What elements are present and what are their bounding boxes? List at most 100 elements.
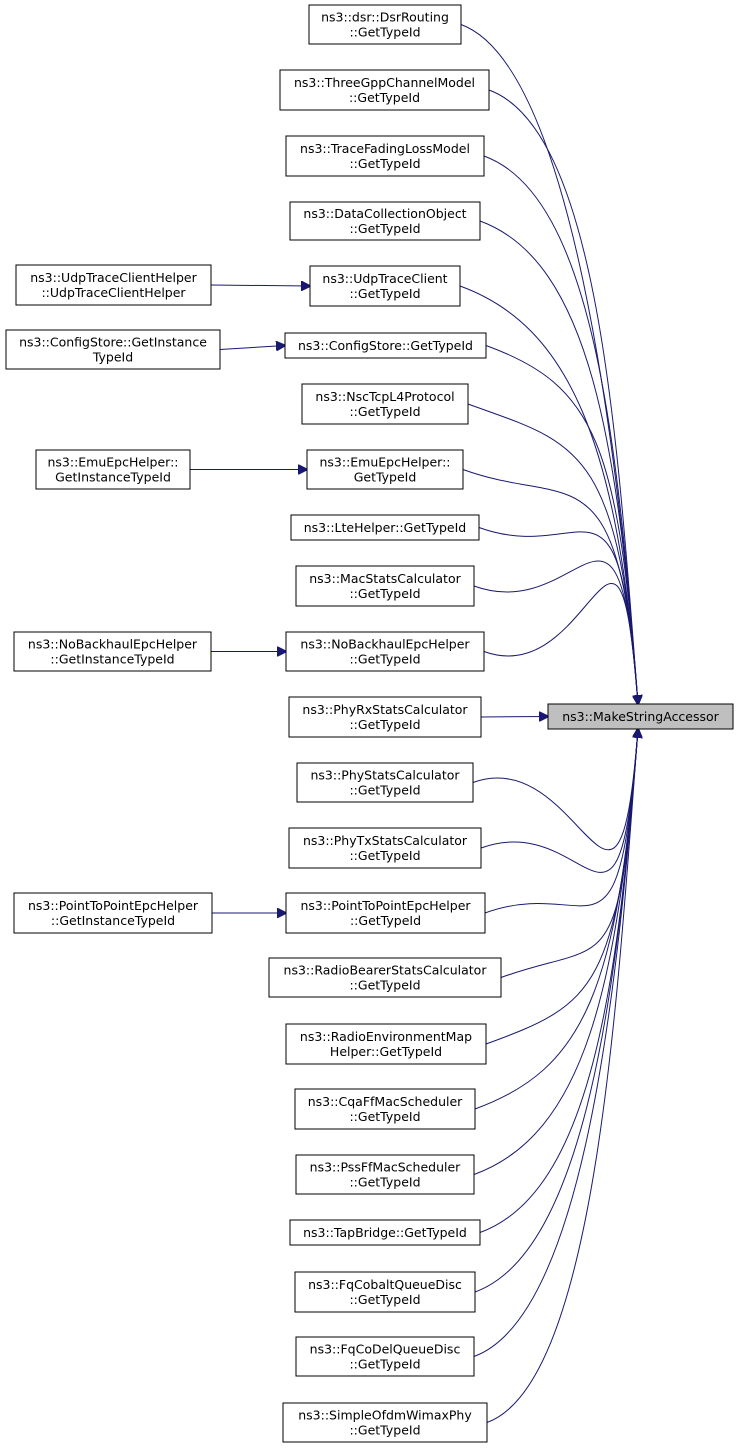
node-p2pepc[interactable]: ns3::PointToPointEpcHelper::GetTypeId	[285, 892, 486, 934]
node-phytx[interactable]: ns3::PhyTxStatsCalculator::GetTypeId	[288, 827, 482, 869]
edge-udphelper-to-udptraceclient	[210, 285, 310, 286]
node-emuepc[interactable]: ns3::EmuEpcHelper::GetTypeId	[306, 449, 464, 490]
node-datacollection[interactable]: ns3::DataCollectionObject::GetTypeId	[289, 201, 481, 241]
node-tapbridge[interactable]: ns3::TapBridge::GetTypeId	[289, 1219, 481, 1246]
node-configstore[interactable]: ns3::ConfigStore::GetTypeId	[284, 332, 487, 359]
node-label: ns3::UdpTraceClient	[322, 271, 447, 286]
node-label: ns3::RadioBearerStatsCalculator	[284, 963, 488, 978]
node-phyrx[interactable]: ns3::PhyRxStatsCalculator::GetTypeId	[288, 696, 482, 738]
node-udptraceclient[interactable]: ns3::UdpTraceClient::GetTypeId	[309, 265, 461, 307]
node-box	[295, 1154, 475, 1195]
node-box	[309, 265, 461, 307]
node-label: GetInstanceTypeId	[55, 470, 171, 485]
edge-nobackhaul-to-target	[483, 582, 638, 704]
edge-threegpp-to-target	[488, 89, 638, 704]
node-ltehelper[interactable]: ns3::LteHelper::GetTypeId	[290, 514, 480, 541]
node-label: ::GetTypeId	[349, 978, 420, 993]
node-box	[13, 631, 212, 672]
node-nobackinst[interactable]: ns3::NoBackhaulEpcHelper::GetInstanceTyp…	[13, 631, 212, 672]
node-label: GetTypeId	[354, 470, 417, 485]
node-box	[289, 201, 481, 241]
edge-p2pepc-to-target	[484, 729, 638, 914]
node-threegpp[interactable]: ns3::ThreeGppChannelModel::GetTypeId	[279, 69, 490, 111]
node-udphelper[interactable]: ns3::UdpTraceClientHelper::UdpTraceClien…	[15, 264, 212, 306]
node-box	[35, 449, 191, 490]
node-box	[285, 631, 485, 672]
node-label: ns3::TapBridge::GetTypeId	[303, 1225, 467, 1240]
node-label: ns3::PhyRxStatsCalculator	[302, 702, 468, 717]
node-label: ns3::DataCollectionObject	[303, 206, 466, 221]
node-box	[296, 762, 474, 803]
edge-fqcodel-to-target	[473, 729, 638, 1357]
edge-rem-to-target	[485, 729, 638, 1045]
node-box	[301, 383, 469, 425]
node-label: ns3::EmuEpcHelper::	[319, 455, 450, 470]
node-box	[295, 1336, 475, 1377]
node-label: ns3::FqCoDelQueueDisc	[310, 1342, 461, 1357]
node-box	[285, 1023, 487, 1065]
node-label: ::GetTypeId	[349, 1292, 420, 1307]
node-label: ns3::ThreeGppChannelModel	[294, 75, 475, 90]
nodes-layer: ns3::MakeStringAccessor ns3::dsr::DsrRout…	[5, 4, 734, 1443]
node-radiobearer[interactable]: ns3::RadioBearerStatsCalculator::GetType…	[268, 957, 502, 998]
edge-tapbridge-to-target	[479, 729, 638, 1233]
node-label: ::GetTypeId	[349, 717, 420, 732]
node-label: ::GetTypeId	[349, 286, 420, 301]
edge-fqcobalt-to-target	[474, 729, 638, 1293]
node-configinst[interactable]: ns3::ConfigStore::GetInstanceTypeId	[5, 329, 221, 370]
node-label: ::GetTypeId	[349, 1175, 420, 1190]
node-nsctcp[interactable]: ns3::NscTcpL4Protocol::GetTypeId	[301, 383, 469, 425]
node-box	[547, 703, 734, 730]
node-label: ::GetTypeId	[350, 913, 421, 928]
node-label: ::GetTypeId	[349, 1109, 420, 1124]
edge-phytx-to-target	[480, 729, 638, 873]
node-label: ns3::SimpleOfdmWimaxPhy	[298, 1408, 472, 1423]
node-label: ns3::MakeStringAccessor	[562, 709, 719, 724]
node-label: ns3::PhyTxStatsCalculator	[303, 833, 468, 848]
node-macstats[interactable]: ns3::MacStatsCalculator::GetTypeId	[295, 565, 475, 607]
node-wimax[interactable]: ns3::SimpleOfdmWimaxPhy::GetTypeId	[282, 1402, 488, 1443]
node-pss[interactable]: ns3::PssFfMacScheduler::GetTypeId	[295, 1154, 475, 1195]
node-box	[290, 514, 480, 541]
node-dsr[interactable]: ns3::dsr::DsrRouting::GetTypeId	[308, 4, 462, 45]
node-label: ns3::CqaFfMacScheduler	[308, 1094, 463, 1109]
node-label: ::GetTypeId	[349, 1357, 420, 1372]
edge-phyrx-to-target	[480, 717, 548, 718]
node-box	[306, 449, 464, 490]
node-label: TypeId	[92, 350, 133, 365]
node-fqcodel[interactable]: ns3::FqCoDelQueueDisc::GetTypeId	[295, 1336, 475, 1377]
node-phystats[interactable]: ns3::PhyStatsCalculator::GetTypeId	[296, 762, 474, 803]
node-p2pinst[interactable]: ns3::PointToPointEpcHelper::GetInstanceT…	[13, 892, 213, 934]
edge-emuepc-to-target	[462, 469, 638, 705]
edge-ltehelper-to-target	[478, 527, 638, 705]
node-label: ::GetInstanceTypeId	[51, 913, 175, 928]
node-box	[285, 892, 486, 934]
node-label: ns3::dsr::DsrRouting	[321, 10, 449, 25]
node-label: ::GetTypeId	[349, 404, 420, 419]
node-tracefading[interactable]: ns3::TraceFadingLossModel::GetTypeId	[285, 135, 485, 177]
node-cqa[interactable]: ns3::CqaFfMacScheduler::GetTypeId	[294, 1088, 476, 1130]
node-label: ::GetInstanceTypeId	[50, 652, 174, 667]
node-box	[268, 957, 502, 998]
node-fqcobalt[interactable]: ns3::FqCobaltQueueDisc::GetTypeId	[294, 1271, 476, 1313]
node-box	[308, 4, 462, 45]
node-nobackhaul[interactable]: ns3::NoBackhaulEpcHelper::GetTypeId	[285, 631, 485, 672]
edge-tracefading-to-target	[483, 155, 638, 704]
node-label: ::GetTypeId	[349, 783, 420, 798]
node-label: ns3::PointToPointEpcHelper	[28, 898, 199, 913]
node-emuinst[interactable]: ns3::EmuEpcHelper::GetInstanceTypeId	[35, 449, 191, 490]
edge-configinst-to-configstore	[219, 346, 285, 350]
node-box	[288, 696, 482, 738]
node-rem[interactable]: ns3::RadioEnvironmentMapHelper::GetTypeI…	[285, 1023, 487, 1065]
node-label: ns3::MacStatsCalculator	[309, 571, 461, 586]
node-label: ns3::NscTcpL4Protocol	[315, 389, 454, 404]
node-label: ::GetTypeId	[349, 652, 420, 667]
node-label: ns3::UdpTraceClientHelper	[30, 270, 197, 285]
edge-phystats-to-target	[472, 729, 638, 851]
node-label: Helper::GetTypeId	[330, 1044, 442, 1059]
node-label: ::GetTypeId	[349, 848, 420, 863]
node-label: ns3::FqCobaltQueueDisc	[308, 1277, 462, 1292]
node-target[interactable]: ns3::MakeStringAccessor	[547, 703, 734, 730]
node-label: ::GetTypeId	[349, 25, 420, 40]
